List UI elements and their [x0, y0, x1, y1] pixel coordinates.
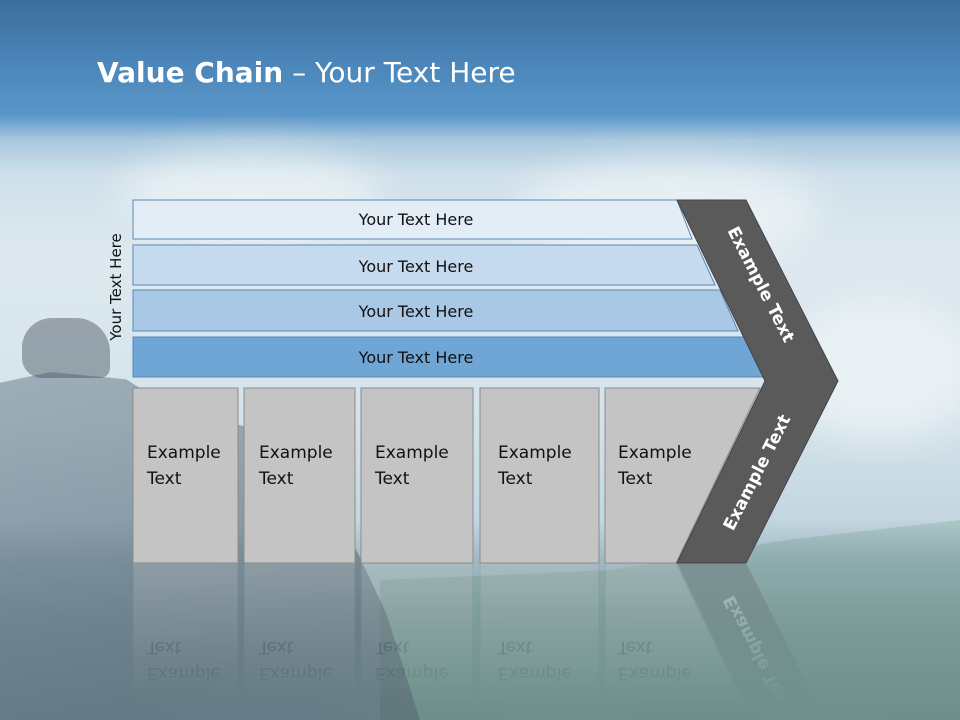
- reflection-box-4-line1: Example: [498, 663, 572, 683]
- primary-box-4: [479, 387, 600, 564]
- reflection-box-3-line2: Text: [374, 637, 410, 657]
- support-bar-3-label: Your Text Here: [358, 302, 474, 321]
- support-bar-1-label: Your Text Here: [358, 210, 474, 229]
- reflection-box-2-line1: Example: [259, 663, 333, 683]
- primary-box-2-line2: Text: [258, 469, 294, 489]
- support-bar-2: [132, 244, 716, 286]
- primary-box-5-line2: Text: [617, 469, 653, 489]
- primary-box-3-line1: Example: [375, 443, 449, 463]
- primary-box-3: [360, 387, 474, 564]
- primary-box-2: [243, 387, 356, 564]
- reflection-box-4-line2: Text: [497, 637, 533, 657]
- background-backpack: [22, 318, 110, 378]
- support-bar-4-label: Your Text Here: [358, 348, 474, 367]
- support-bar-2-label: Your Text Here: [358, 257, 474, 276]
- primary-box-5-line1: Example: [618, 443, 692, 463]
- diagram-reflection: Example Text Example Text Example Text E…: [132, 562, 826, 720]
- primary-box-2-line1: Example: [259, 443, 333, 463]
- primary-box-4-line2: Text: [497, 469, 533, 489]
- slide-title-bold: Value Chain: [97, 56, 284, 89]
- primary-box-1-line1: Example: [147, 443, 221, 463]
- reflection-box-2-line2: Text: [258, 637, 294, 657]
- primary-box-4-line1: Example: [498, 443, 572, 463]
- slide-title-rest: – Your Text Here: [283, 56, 516, 89]
- primary-box-3-line2: Text: [374, 469, 410, 489]
- primary-box-1-line2: Text: [146, 469, 182, 489]
- reflection-box-3-line1: Example: [375, 663, 449, 683]
- reflection-box-1-line1: Example: [147, 663, 221, 683]
- reflection-box-5-line1: Example: [618, 663, 692, 683]
- reflection-box-5-line2: Text: [617, 637, 653, 657]
- slide-title: Value Chain – Your Text Here: [97, 56, 516, 89]
- support-bar-1: [132, 199, 693, 240]
- support-bar-3: [132, 289, 739, 332]
- reflection-box-1-line2: Text: [146, 637, 182, 657]
